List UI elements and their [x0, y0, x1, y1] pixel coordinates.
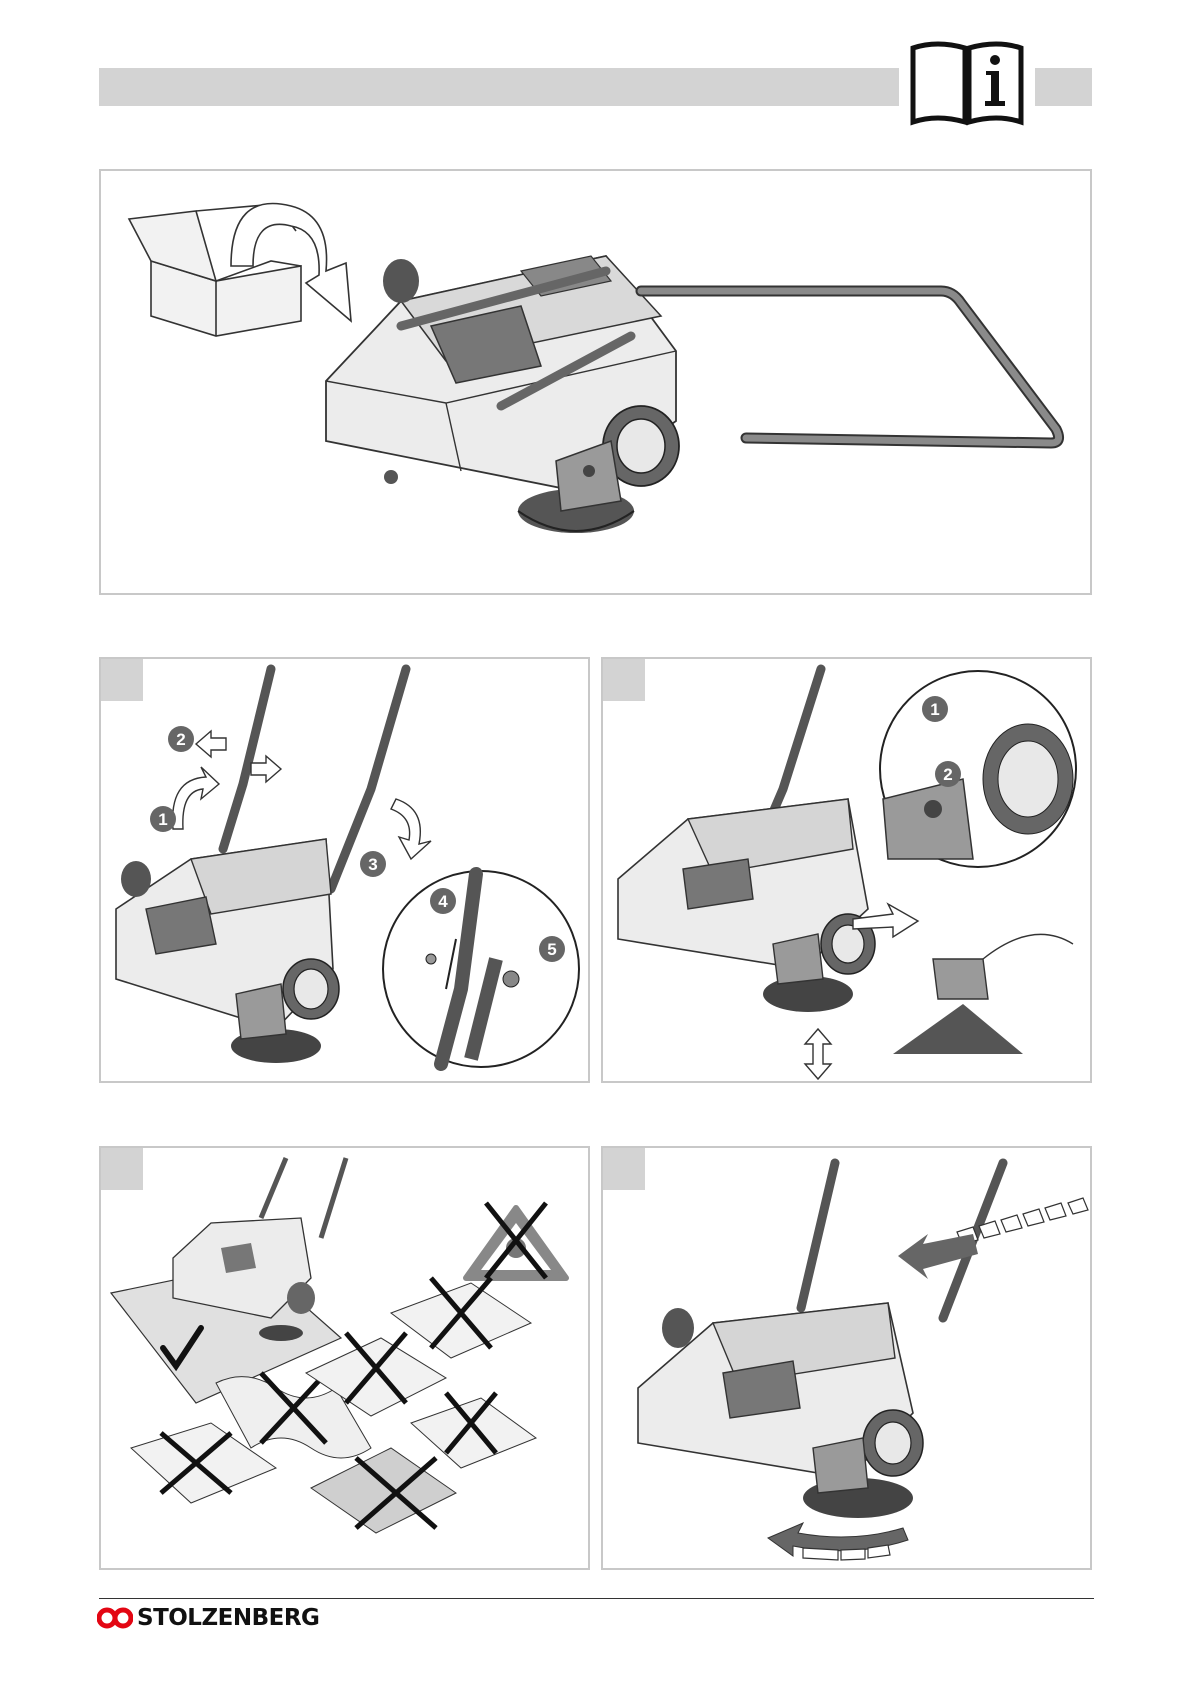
up-down-arrow-icon	[805, 1029, 831, 1079]
panel-sweeping-operation	[601, 1146, 1092, 1570]
brand-name: STOLZENBERG	[137, 1605, 319, 1631]
panel-unboxing	[99, 169, 1092, 595]
svg-text:5: 5	[547, 940, 556, 959]
brand-logo: STOLZENBERG	[97, 1604, 319, 1632]
prohibited-surface	[411, 1393, 536, 1468]
panel-surface-suitability	[99, 1146, 590, 1570]
sweeper-machine	[116, 839, 339, 1063]
svg-text:2: 2	[176, 730, 185, 749]
header-bar-left	[99, 68, 899, 106]
manual-info-icon	[907, 38, 1027, 128]
detail-magnifier: 1 2	[880, 671, 1076, 867]
brush-detail	[893, 934, 1073, 1054]
sweeper-machine	[618, 799, 875, 1012]
rotate-arrow-icon	[173, 767, 219, 829]
svg-text:4: 4	[438, 892, 448, 911]
handle-bar	[641, 291, 1059, 443]
sweep-direction-arrow-icon	[898, 1234, 978, 1279]
callout-2: 2	[168, 726, 194, 752]
svg-text:2: 2	[943, 765, 952, 784]
brand-mark-icon	[97, 1607, 133, 1629]
sweeper-machine	[638, 1303, 923, 1518]
footer-rule	[99, 1598, 1094, 1599]
prohibited-surface	[311, 1448, 456, 1533]
svg-text:1: 1	[930, 700, 939, 719]
left-arrow-icon	[196, 731, 226, 757]
header-bar-right	[1035, 68, 1092, 106]
callout-1: 1	[150, 806, 176, 832]
rotate-arrow-icon	[391, 799, 431, 859]
svg-text:1: 1	[158, 810, 167, 829]
svg-text:3: 3	[368, 855, 377, 874]
callout-2: 2	[935, 761, 961, 787]
panel-handle-assembly: 2 1 3 4 5	[99, 657, 590, 1083]
callout-5: 5	[539, 936, 565, 962]
panel-brush-adjustment: 1 2	[601, 657, 1092, 1083]
sweeper-machine	[326, 256, 679, 533]
hazard-sign	[466, 1203, 566, 1278]
right-arrow-icon	[251, 756, 281, 782]
prohibited-surface	[391, 1278, 531, 1358]
detail-magnifier: 4 5	[383, 871, 579, 1067]
callout-3: 3	[360, 851, 386, 877]
callout-1: 1	[922, 696, 948, 722]
callout-4: 4	[430, 888, 456, 914]
